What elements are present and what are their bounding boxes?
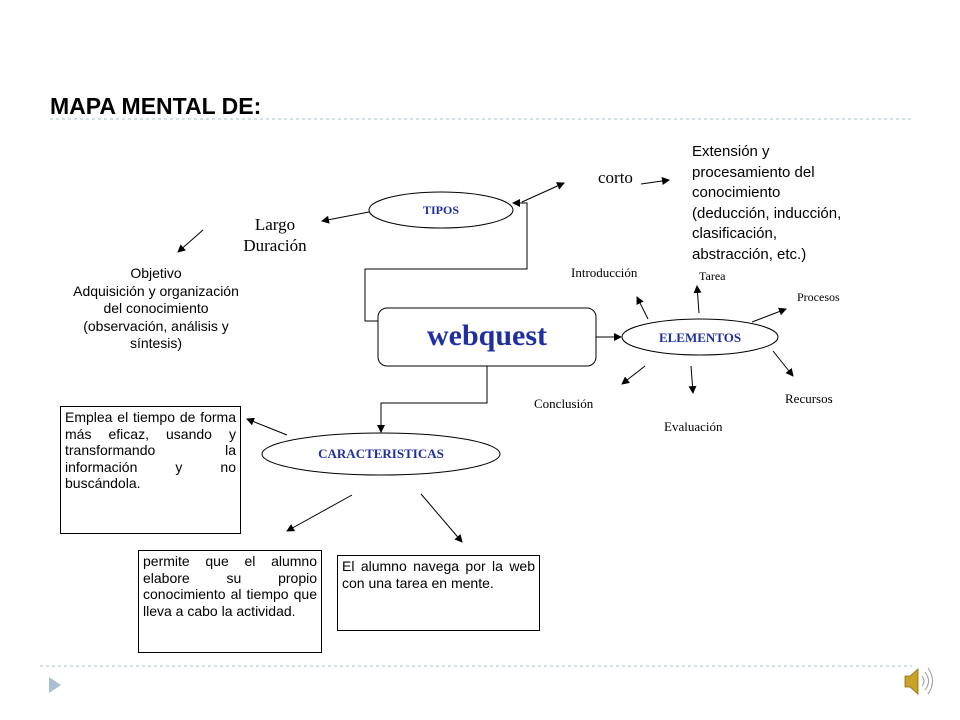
note-conocimiento: permite que el alumno elabore su propio … — [138, 550, 322, 653]
connector-central-tipos — [364, 199, 528, 322]
elemento-procesos: Procesos — [797, 290, 840, 304]
central-node-label: webquest — [426, 319, 547, 352]
arrow-to-note2 — [286, 494, 353, 532]
arrow-to-procesos — [751, 307, 787, 323]
tipos-node — [368, 191, 514, 229]
elemento-introduccion: Introducción — [571, 265, 638, 280]
largo-desc-line: del conocimiento — [103, 300, 209, 316]
note-navega: El alumno navega por la web con una tare… — [337, 555, 540, 631]
arrow-to-largo-desc — [177, 229, 204, 253]
triangle-right-icon — [49, 677, 61, 693]
corto-label: corto — [598, 168, 633, 187]
largo-desc-line: (observación, análisis y — [83, 317, 229, 334]
page-title: MAPA MENTAL DE: — [50, 93, 262, 119]
largo-desc-line: síntesis) — [129, 335, 183, 351]
elemento-recursos: Recursos — [785, 391, 833, 406]
arrow-to-introduccion — [636, 296, 649, 320]
arrow-to-corto — [521, 182, 565, 203]
corto-desc-line: procesamiento del — [692, 163, 815, 181]
arrow-to-evaluacion — [688, 365, 697, 394]
largo-line: Largo — [254, 215, 296, 234]
arrow-to-note3 — [420, 493, 463, 543]
speaker-icon — [904, 668, 919, 695]
arrow-to-corto-desc — [640, 177, 670, 185]
corto-desc-line: clasificación, — [692, 225, 778, 242]
elemento-conclusion: Conclusión — [534, 396, 594, 411]
largo-label: Largo Duración — [230, 214, 320, 256]
corto-description: Extensión y procesamiento del conocimien… — [692, 142, 872, 265]
caracteristicas-label: CARACTERISTICAS — [318, 446, 444, 461]
arrow-to-conclusion — [621, 365, 646, 385]
largo-line: Duración — [243, 236, 307, 255]
arrow-to-tarea — [693, 285, 702, 314]
largo-description: Objetivo Adquisición y organización del … — [50, 265, 262, 353]
largo-desc-line: Objetivo — [130, 265, 182, 281]
elemento-evaluacion: Evaluación — [664, 419, 723, 434]
connector-central-caracteristicas — [377, 366, 488, 433]
arrow-to-note1 — [246, 417, 288, 436]
corto-desc-line: Extensión y — [692, 143, 770, 160]
corto-desc-line: (deducción, inducción, — [692, 204, 842, 222]
caracteristicas-node — [261, 432, 501, 476]
tipos-label: TIPOS — [422, 203, 459, 217]
elemento-tarea: Tarea — [699, 269, 726, 283]
arrow-to-largo — [321, 211, 370, 224]
elementos-node — [621, 318, 779, 356]
note-tiempo: Emplea el tiempo de forma más eficaz, us… — [60, 406, 241, 534]
elementos-label: ELEMENTOS — [658, 330, 742, 345]
corto-desc-line: conocimiento — [692, 184, 781, 201]
largo-desc-line: Adquisición y organización — [73, 282, 239, 299]
corto-desc-line: abstracción, etc.) — [692, 245, 807, 263]
arrow-to-recursos — [772, 350, 794, 377]
